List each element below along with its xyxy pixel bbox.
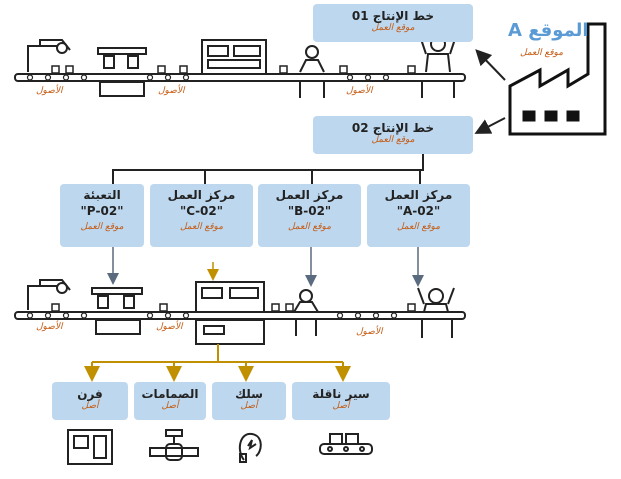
asset-valves-box[interactable]: الصمامات أصل <box>134 382 206 420</box>
asset-subtitle: أصل <box>161 401 179 411</box>
production-line-02-subtitle: موقع العمل <box>371 135 415 145</box>
asset-title: الصمامات <box>141 387 199 401</box>
workcenter-title: مركز العمل <box>384 188 453 202</box>
workcenter-02b-box[interactable]: مركز العمل "02-B" موقع العمل <box>258 184 361 247</box>
arrow-site-line02 <box>474 117 506 134</box>
workcenter-subtitle: موقع العمل <box>287 222 332 232</box>
workcenter-02p-box[interactable]: التعبئة "02-P" موقع العمل <box>60 184 144 247</box>
production-line-01-title: خط الإنتاج 01 <box>351 9 435 23</box>
arrow-site-line01 <box>475 49 506 81</box>
valve-icon <box>149 429 199 461</box>
production-line-02-box[interactable]: خط الإنتاج 02 موقع العمل <box>313 116 473 154</box>
assets-label: الأصول <box>158 86 185 96</box>
asset-title: سير ناقلة <box>312 387 370 401</box>
factory-icon <box>508 22 607 136</box>
site-name: الموقع A <box>508 20 589 41</box>
site-subtitle: موقع العمل <box>520 48 564 58</box>
workcenter-02a-box[interactable]: مركز العمل "02-A" موقع العمل <box>367 184 470 247</box>
production-line-01-box[interactable]: خط الإنتاج 01 موقع العمل <box>313 4 473 42</box>
workcenter-code: "02-B" <box>287 204 332 218</box>
assets-label: الأصول <box>36 322 63 332</box>
workcenter-code: "02-A" <box>396 204 441 218</box>
production-line-02-title: خط الإنتاج 02 <box>351 121 435 135</box>
assets-label: الأصول <box>36 86 63 96</box>
workcenter-title: التعبئة <box>83 188 121 202</box>
asset-subtitle: أصل <box>332 401 350 411</box>
asset-subtitle: أصل <box>240 401 258 411</box>
production-line-01-subtitle: موقع العمل <box>371 23 415 33</box>
workcenter-title: مركز العمل <box>275 188 344 202</box>
oven-icon <box>67 429 113 465</box>
workcenter-code: "02-C" <box>179 204 224 218</box>
asset-title: فرن <box>77 387 103 401</box>
wire-icon <box>238 432 262 463</box>
assets-label: الأصول <box>346 86 373 96</box>
connector-line02-workcenters <box>112 154 424 184</box>
asset-oven-box[interactable]: فرن أصل <box>52 382 128 420</box>
workcenter-subtitle: موقع العمل <box>396 222 441 232</box>
asset-title: سلك <box>235 387 263 401</box>
assets-label: الأصول <box>156 322 183 332</box>
workcenter-code: "02-P" <box>80 204 124 218</box>
workcenter-title: مركز العمل <box>167 188 236 202</box>
workcenter-subtitle: موقع العمل <box>179 222 224 232</box>
asset-wire-box[interactable]: سلك أصل <box>212 382 286 420</box>
asset-conveyor-box[interactable]: سير ناقلة أصل <box>292 382 390 420</box>
workcenter-subtitle: موقع العمل <box>80 222 124 232</box>
asset-subtitle: أصل <box>81 401 99 411</box>
assets-label: الأصول <box>356 327 383 337</box>
production-line-01-conveyor <box>14 35 466 98</box>
conveyor-icon <box>319 433 373 455</box>
production-line-02-conveyor <box>14 279 466 345</box>
workcenter-02c-box[interactable]: مركز العمل "02-C" موقع العمل <box>150 184 253 247</box>
connector-assets <box>92 344 343 363</box>
